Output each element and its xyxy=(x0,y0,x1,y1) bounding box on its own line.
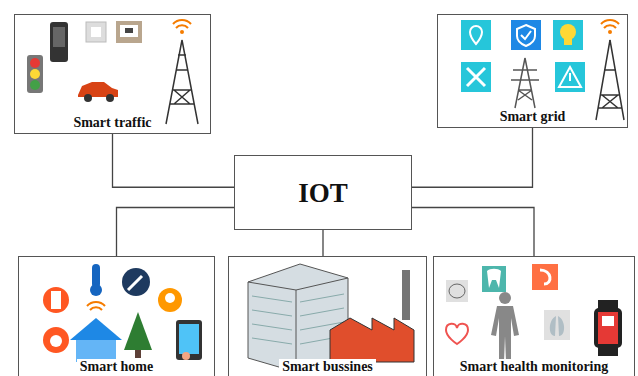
connector-line xyxy=(412,128,533,187)
connector-line xyxy=(113,134,235,187)
domain-panel: Smart grid xyxy=(437,14,628,128)
label-holder: Smart health monitoring xyxy=(434,357,634,375)
label-holder: Smart grid xyxy=(438,107,627,125)
business-illustration xyxy=(248,264,414,372)
connector-line xyxy=(322,230,323,256)
domain-panel: Smart traffic xyxy=(14,14,211,134)
domain-panel: Smart home xyxy=(18,256,215,376)
panel-label: Smart grid xyxy=(497,109,569,125)
grid-icons xyxy=(461,20,624,120)
label-holder: Smart bussines xyxy=(229,357,426,375)
domain-panel: Smart bussines xyxy=(228,256,427,376)
hub-box: IOT xyxy=(234,155,412,230)
connector-line xyxy=(117,208,235,257)
domain-panel: Smart health monitoring xyxy=(433,256,635,376)
connector-line xyxy=(412,208,534,257)
hub-title: IOT xyxy=(295,178,351,208)
home-icons xyxy=(43,264,202,362)
panel-label: Smart traffic xyxy=(70,115,154,131)
panel-label: Smart bussines xyxy=(279,359,376,375)
panel-label: Smart home xyxy=(77,359,157,375)
panel-label: Smart health monitoring xyxy=(457,359,612,375)
label-holder: Smart home xyxy=(19,357,214,375)
traffic-icons xyxy=(27,20,198,124)
health-icons xyxy=(446,264,622,362)
label-holder: Smart traffic xyxy=(15,113,210,131)
